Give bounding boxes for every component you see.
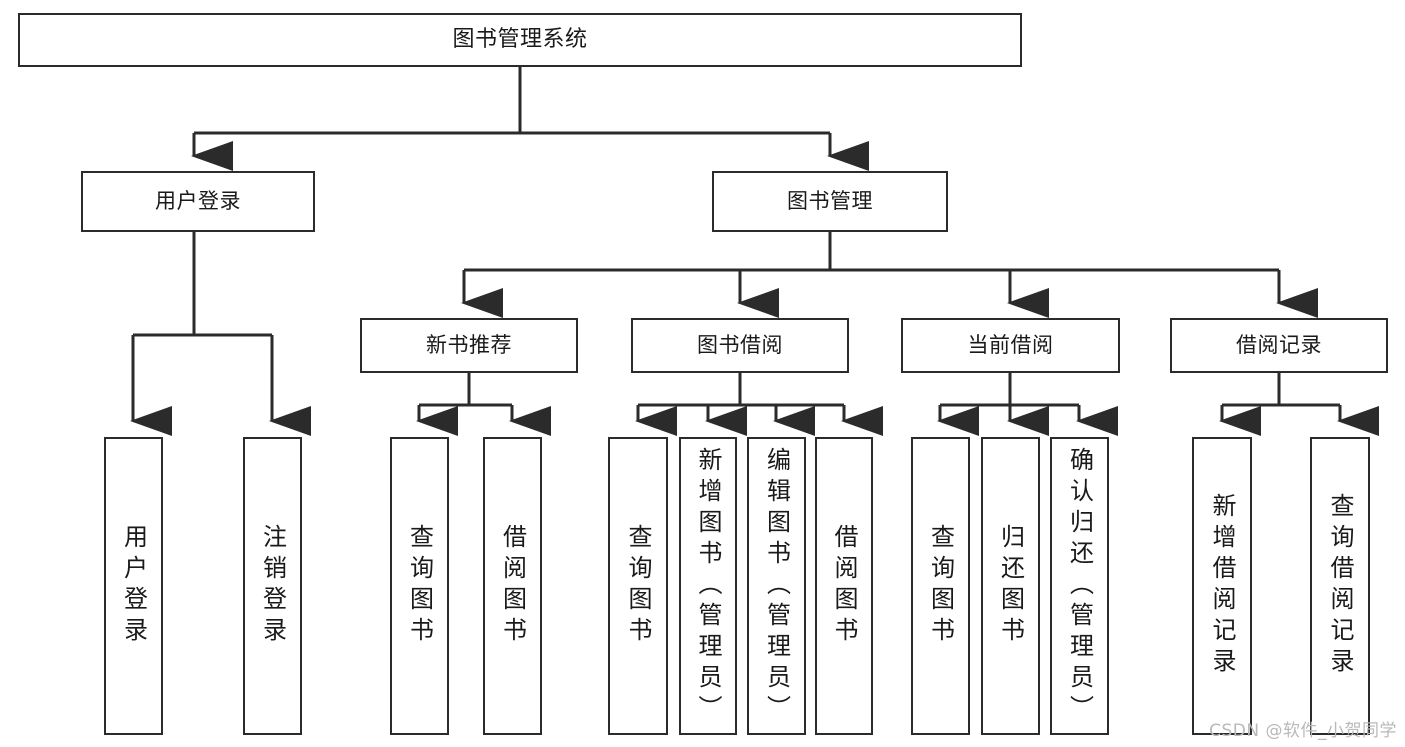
node-label: 编辑图书（管理员） bbox=[762, 446, 791, 726]
node-label: 借阅图书 bbox=[830, 524, 858, 648]
node-current-borrow[interactable]: 当前借阅 bbox=[901, 318, 1120, 373]
node-label: 图书管理系统 bbox=[452, 27, 588, 53]
node-label: 确认归还（管理员） bbox=[1065, 446, 1094, 726]
leaf-query-book-new[interactable]: 查询图书 bbox=[390, 437, 449, 735]
leaf-return-book[interactable]: 归还图书 bbox=[981, 437, 1040, 735]
node-root-system[interactable]: 图书管理系统 bbox=[18, 13, 1022, 67]
leaf-logout[interactable]: 注销登录 bbox=[243, 437, 302, 735]
leaf-query-borrow-record[interactable]: 查询借阅记录 bbox=[1310, 437, 1370, 735]
node-label: 用户登录 bbox=[155, 189, 241, 214]
leaf-borrow-book[interactable]: 借阅图书 bbox=[815, 437, 873, 735]
node-label: 归还图书 bbox=[996, 524, 1025, 648]
node-book-borrow[interactable]: 图书借阅 bbox=[631, 318, 849, 373]
node-book-management[interactable]: 图书管理 bbox=[712, 171, 948, 232]
node-label: 新书推荐 bbox=[426, 333, 512, 358]
node-label: 当前借阅 bbox=[967, 333, 1054, 358]
leaf-add-book-admin[interactable]: 新增图书（管理员） bbox=[679, 437, 737, 735]
node-label: 查询图书 bbox=[926, 524, 955, 648]
leaf-query-book-borrow[interactable]: 查询图书 bbox=[608, 437, 668, 735]
node-label: 借阅图书 bbox=[498, 524, 527, 648]
node-label: 查询图书 bbox=[624, 524, 652, 648]
leaf-user-login[interactable]: 用户登录 bbox=[104, 437, 163, 735]
leaf-edit-book-admin[interactable]: 编辑图书（管理员） bbox=[747, 437, 806, 735]
node-label: 查询图书 bbox=[405, 524, 434, 648]
node-borrow-record[interactable]: 借阅记录 bbox=[1170, 318, 1388, 373]
node-label: 查询借阅记录 bbox=[1326, 493, 1354, 679]
leaf-query-book-current[interactable]: 查询图书 bbox=[911, 437, 970, 735]
node-label: 用户登录 bbox=[119, 524, 148, 648]
leaf-borrow-book-new[interactable]: 借阅图书 bbox=[483, 437, 542, 735]
node-new-book-recommend[interactable]: 新书推荐 bbox=[360, 318, 578, 373]
watermark-text: CSDN @软件_小贺同学 bbox=[1209, 721, 1397, 741]
node-label: 图书借阅 bbox=[697, 333, 783, 358]
leaf-add-borrow-record[interactable]: 新增借阅记录 bbox=[1192, 437, 1252, 735]
node-label: 新增图书（管理员） bbox=[694, 446, 722, 726]
node-label: 注销登录 bbox=[258, 524, 287, 648]
node-user-login[interactable]: 用户登录 bbox=[81, 171, 315, 232]
node-label: 借阅记录 bbox=[1236, 333, 1322, 358]
leaf-confirm-return-admin[interactable]: 确认归还（管理员） bbox=[1050, 437, 1109, 735]
node-label: 图书管理 bbox=[787, 189, 873, 214]
node-label: 新增借阅记录 bbox=[1208, 493, 1236, 679]
